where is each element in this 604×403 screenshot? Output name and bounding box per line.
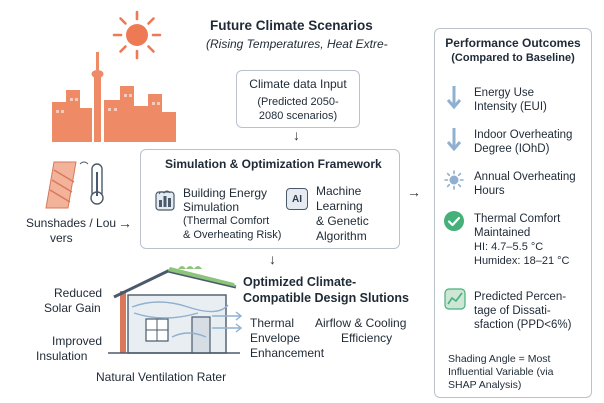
aoh-line1: Annual Overheating (474, 171, 576, 183)
eui-text: Energy Use Intensity (EUI) (474, 86, 547, 114)
tc-line1: Thermal Comfort (474, 213, 561, 225)
performance-title: Performance Outcomes (Compared to Baseli… (434, 36, 592, 66)
arrow-down-1: ↓ (293, 127, 300, 143)
iohd-text: Indoor Overheating Degree (IOhD) (474, 128, 572, 156)
airflow-arrows-icon (212, 311, 243, 333)
ml-line2: Learning (316, 199, 363, 213)
sunshades-line2: vers (50, 231, 73, 245)
ppd-line2: tage of Dissati- (474, 305, 551, 317)
thermal-envelope-label: Thermal Envelope Enhancement (250, 316, 324, 361)
improved-insulation-label: Improved Insulation (36, 334, 102, 364)
ml-line3: & Genetic (316, 214, 369, 228)
diagram-title: Future Climate Scenarios (210, 18, 373, 33)
performance-title-line1: Performance Outcomes (445, 36, 581, 50)
arrow-right-performance: → (407, 184, 421, 200)
thermal-line1: Thermal (250, 316, 295, 330)
shading-line1: Shading Angle = Most (448, 353, 551, 365)
down-arrow-eui-icon (446, 86, 462, 110)
performance-title-line2: (Compared to Baseline) (451, 52, 575, 64)
sun-icon (112, 10, 162, 60)
eui-line1: Energy Use (474, 87, 535, 99)
airflow-line2: Efficiency (341, 331, 393, 345)
ai-chip-icon: AI (286, 188, 308, 210)
building-energy-icon (155, 190, 175, 211)
diagram-subtitle: (Rising Temperatures, Heat Extre- (206, 37, 388, 51)
ml-line4: Algorithm (316, 229, 367, 243)
ppd-chart-icon (444, 288, 466, 310)
ppd-line3: sfaction (PPD<6%) (474, 319, 572, 331)
down-arrow-iohd-icon (446, 128, 462, 152)
framework-title: Simulation & Optimization Framework (165, 157, 382, 171)
reduced-solar-gain-label: Reduced Solar Gain (44, 286, 102, 316)
ai-badge-label: AI (292, 194, 302, 205)
arrow-down-2: ↓ (269, 251, 276, 267)
climate-input-box: Climate data Input (Predicted 2050- 2080… (236, 70, 360, 128)
sun-small-icon (444, 170, 464, 190)
improved-line2: Insulation (36, 349, 88, 363)
building-sim-text: Building Energy Simulation (Thermal Comf… (183, 186, 281, 242)
thermal-line3: Enhancement (250, 346, 325, 360)
ppd-text: Predicted Percen- tage of Dissati- sfact… (474, 290, 571, 332)
climate-input-line2: 2080 scenarios) (258, 110, 338, 122)
framework-box (140, 149, 400, 249)
shading-line3: SHAP Analysis) (448, 379, 522, 391)
sunshades-label: Sunshades / Lou vers (26, 216, 116, 246)
improved-line1: Improved (52, 334, 103, 348)
aoh-text: Annual Overheating Hours (474, 170, 576, 198)
tc-line4: Humidex: 18–21 °C (474, 255, 570, 267)
natural-ventilation-label: Natural Ventilation Rater (96, 370, 227, 384)
airflow-line1: Airflow & Cooling (315, 316, 407, 330)
building-sim-line1: Building Energy (183, 186, 268, 200)
aoh-line2: Hours (474, 185, 505, 197)
house-illustration (108, 266, 240, 354)
shading-note: Shading Angle = Most Influential Variabl… (448, 353, 553, 392)
reduced-line1: Reduced (54, 286, 103, 300)
sunshades-line1: Sunshades / Lou (26, 216, 117, 230)
sunshade-louver-icon (45, 161, 104, 209)
tc-line2: Maintained (474, 227, 531, 239)
thermal-line2: Envelope (250, 331, 301, 345)
city-skyline-icon (52, 52, 176, 142)
building-sim-line4: & Overheating Risk) (183, 229, 282, 241)
building-sim-line3: (Thermal Comfort (183, 215, 270, 227)
climate-input-title: Climate data Input (249, 77, 347, 91)
arrow-right-sunshades: → (118, 215, 132, 231)
thermal-comfort-text: Thermal Comfort Maintained HI: 4.7–5.5 °… (474, 212, 570, 268)
airflow-label: Airflow & Cooling Efficiency (315, 316, 406, 346)
tc-line3: HI: 4.7–5.5 °C (474, 241, 544, 253)
outcome-title: Optimized Climate- Compatible Design Slu… (243, 274, 409, 306)
eui-line2: Intensity (EUI) (474, 101, 547, 113)
check-circle-icon (444, 211, 464, 231)
outcome-line1: Optimized Climate- (243, 275, 357, 289)
building-sim-line2: Simulation (183, 200, 240, 214)
climate-input-line1: (Predicted 2050- (257, 96, 339, 108)
reduced-line2: Solar Gain (44, 301, 101, 315)
outcome-line2: Compatible Design Slutions (243, 291, 409, 305)
ml-text: Machine Learning & Genetic Algorithm (316, 184, 369, 244)
iohd-line1: Indoor Overheating (474, 129, 573, 141)
performance-panel (434, 28, 592, 398)
ppd-line1: Predicted Percen- (474, 291, 567, 303)
shading-line2: Influential Variable (via (448, 366, 554, 378)
ml-line1: Machine (316, 184, 362, 198)
iohd-line2: Degree (IOhD) (474, 143, 550, 155)
